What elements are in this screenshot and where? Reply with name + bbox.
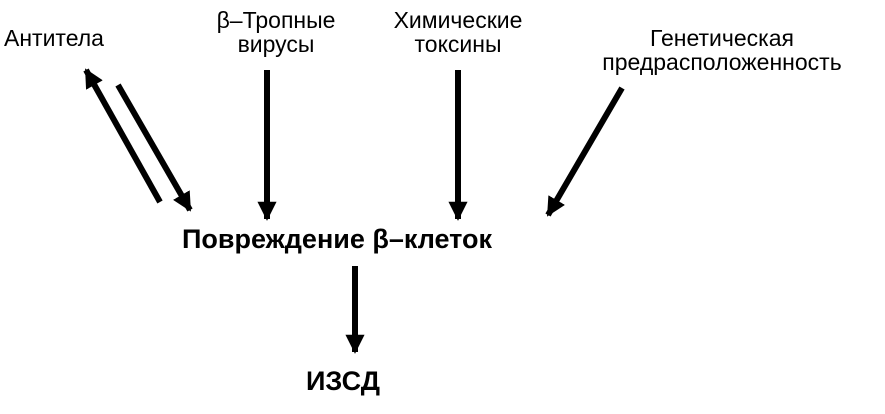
node-genetic-predisposition: Генетическая предрасположенность (562, 26, 882, 74)
edge-antibodies-damage (83, 68, 193, 212)
arrow-damage-to-antibodies (83, 68, 163, 204)
node-antibodies-line-1: Антитела (4, 25, 104, 51)
node-chemical-toxins-line-1: Химические (393, 7, 523, 33)
node-chemical-toxins: Химические токсины (368, 8, 548, 56)
arrow-genetics-to-damage (545, 86, 625, 217)
node-genetic-predisposition-line-1: Генетическая (650, 25, 794, 51)
node-chemical-toxins-line-2: токсины (414, 31, 502, 57)
arrow-antibodies-to-damage (115, 83, 193, 212)
node-beta-tropic-viruses-line-2: вирусы (237, 31, 315, 57)
node-antibodies: Антитела (4, 26, 104, 50)
node-beta-tropic-viruses: β–Тропные вирусы (196, 8, 356, 56)
node-beta-tropic-viruses-line-1: β–Тропные (216, 7, 336, 33)
node-iddm: ИЗСД (306, 366, 381, 396)
node-beta-cell-damage: Повреждение β–клеток (182, 224, 493, 254)
node-genetic-predisposition-line-2: предрасположенность (602, 49, 842, 75)
